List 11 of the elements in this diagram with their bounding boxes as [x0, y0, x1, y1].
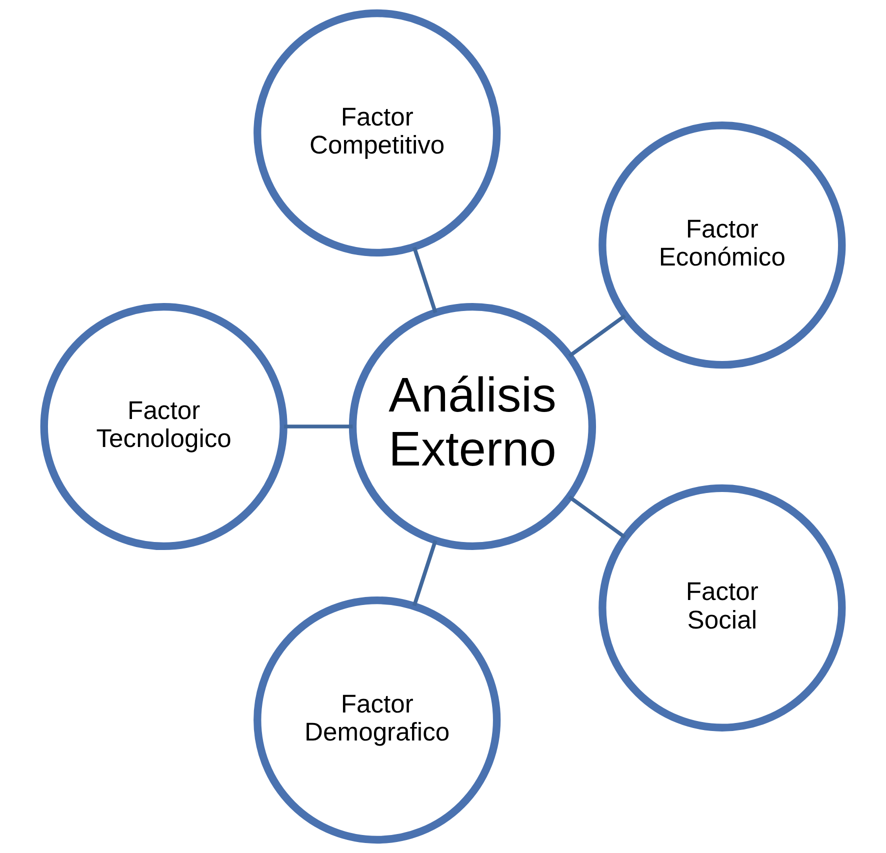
- connector: [568, 495, 626, 539]
- node-circle: Factor Económico: [598, 122, 846, 369]
- connector: [412, 540, 438, 606]
- node-circle: Factor Competitivo: [254, 9, 501, 257]
- node-circle: Factor Social: [598, 484, 846, 732]
- connector: [412, 246, 438, 314]
- node-circle: Análisis Externo: [348, 302, 596, 550]
- node-circle: Factor Demografico: [254, 596, 501, 844]
- connector: [568, 314, 626, 358]
- node-circle: Factor Tecnologico: [40, 302, 288, 550]
- connector: [284, 424, 353, 428]
